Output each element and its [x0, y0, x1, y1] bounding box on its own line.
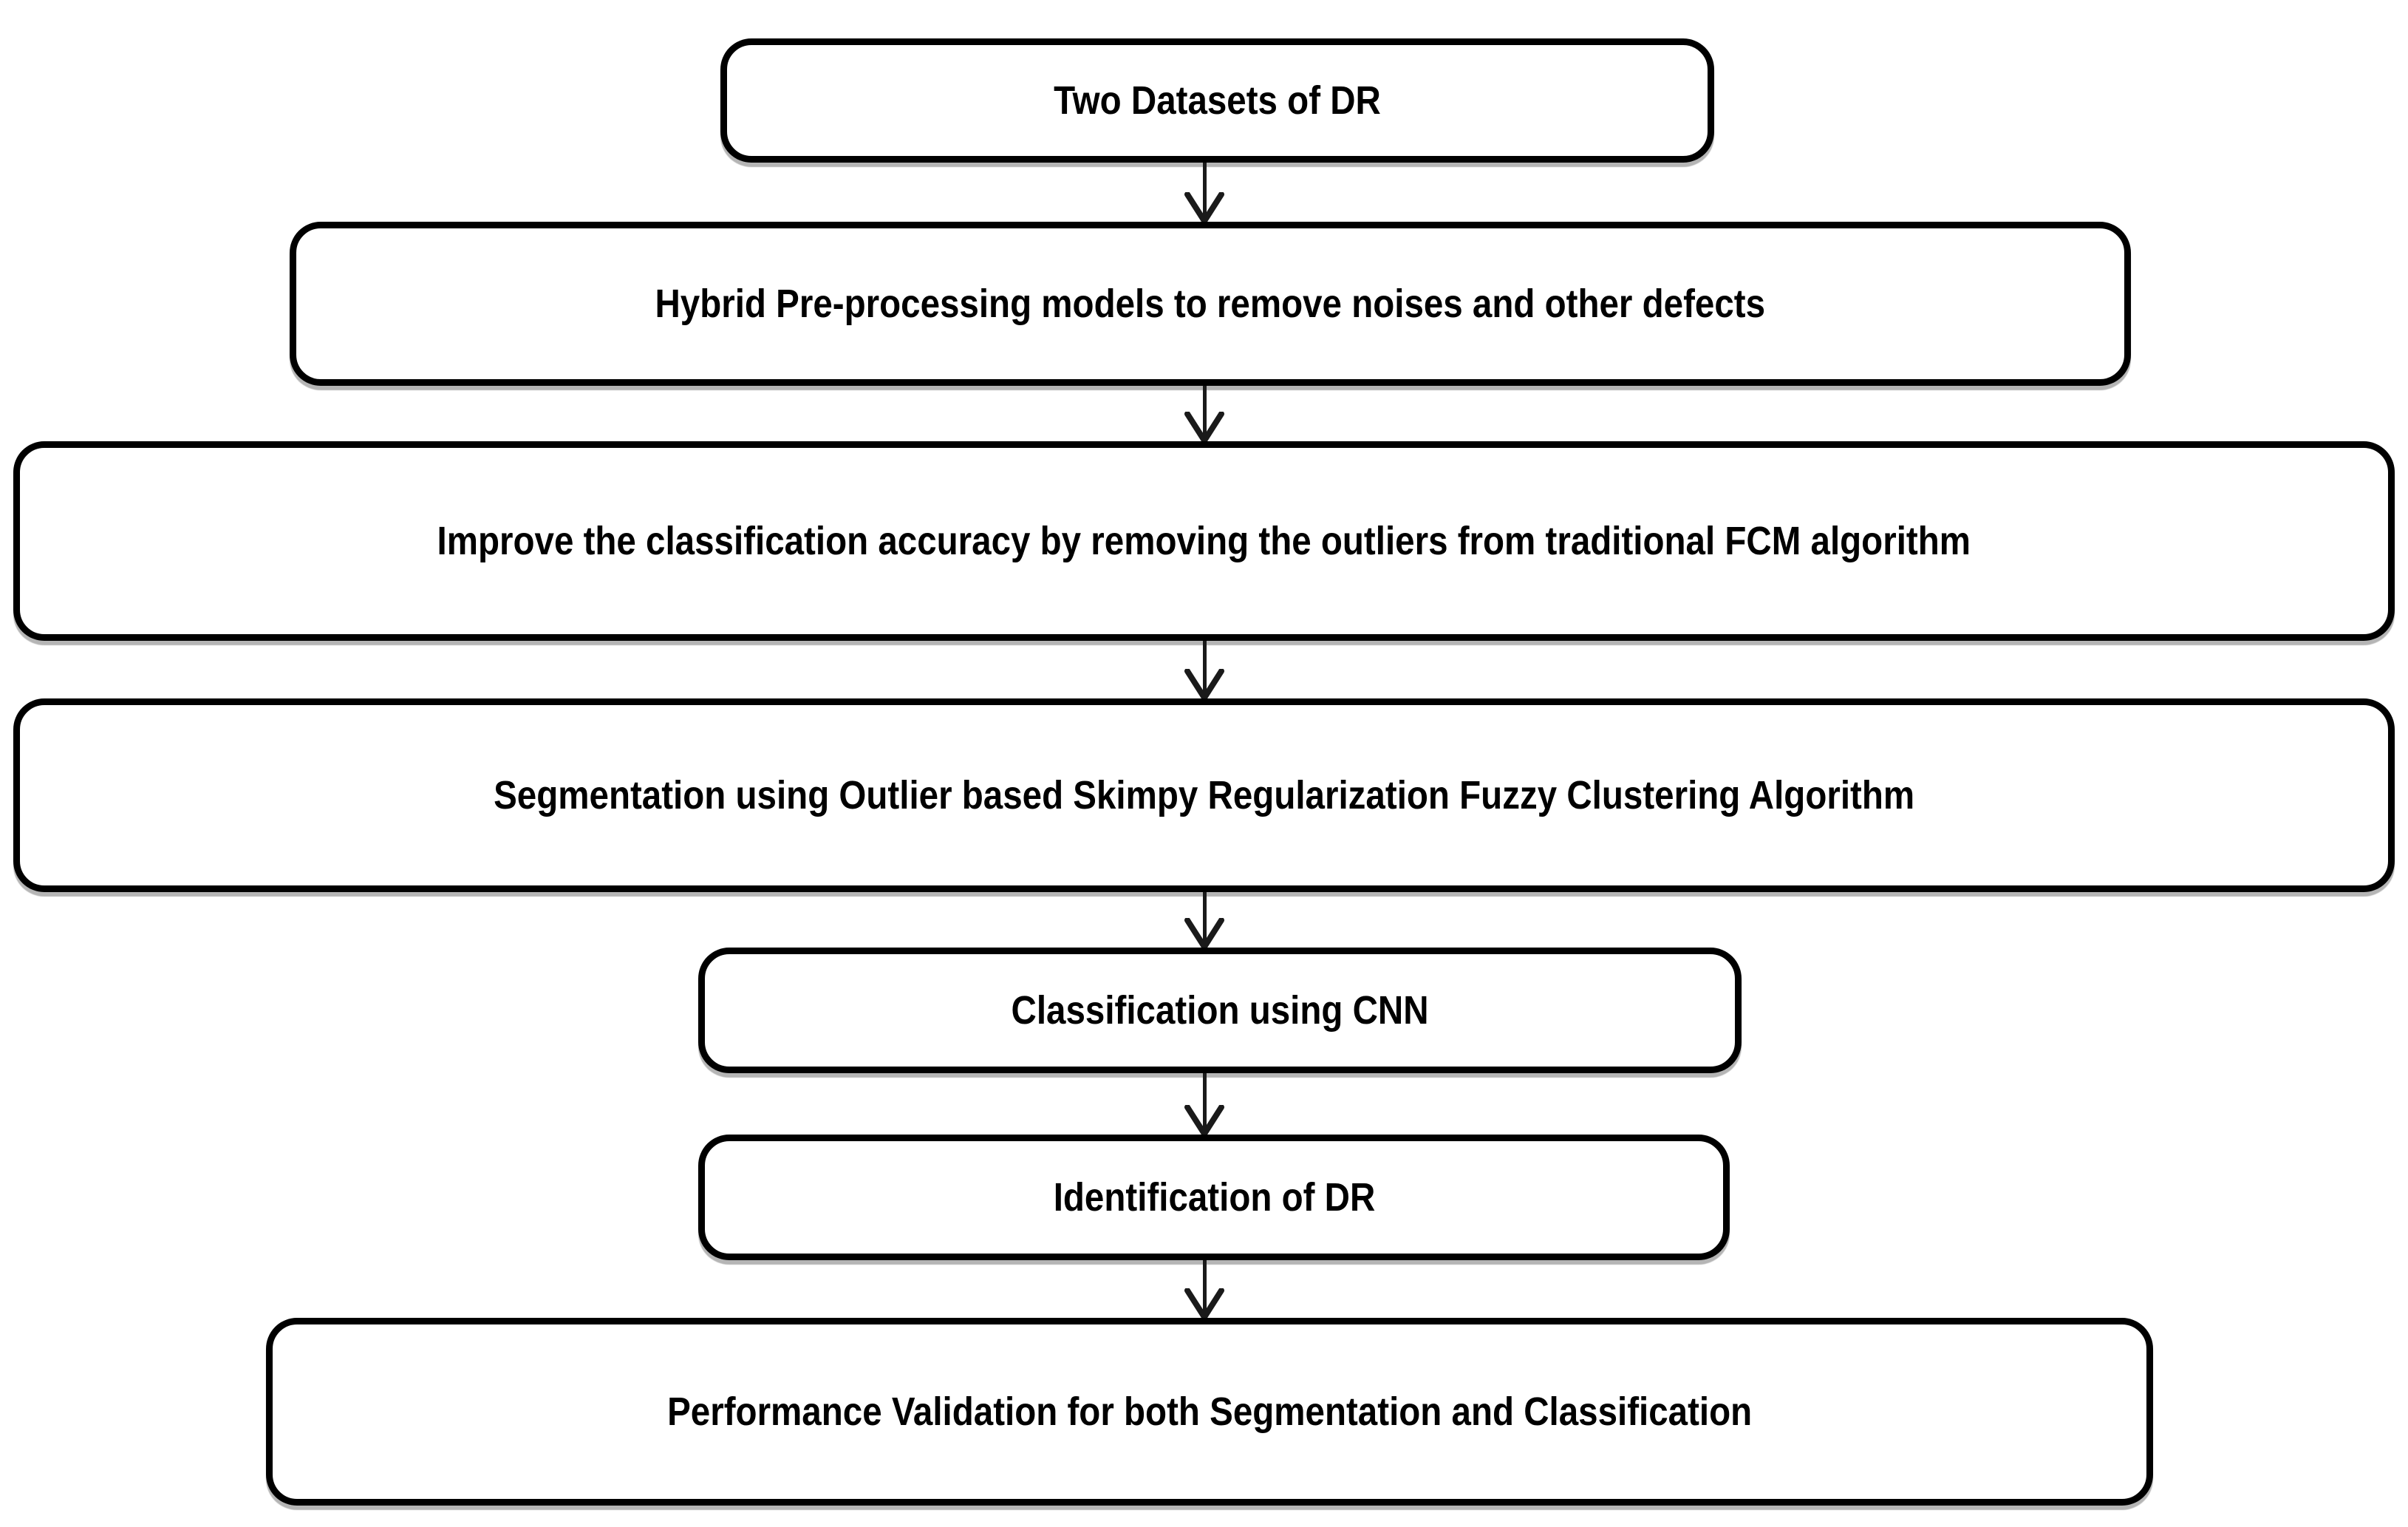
flow-arrow-5	[1182, 1073, 1227, 1136]
arrow-head-down-icon	[1184, 1288, 1224, 1319]
flow-arrow-1	[1182, 163, 1227, 223]
flow-arrow-4	[1182, 892, 1227, 949]
flow-node-fcm-improvement: Improve the classification accuracy by r…	[13, 441, 2395, 641]
flow-node-label: Improve the classification accuracy by r…	[437, 519, 1971, 563]
flow-node-label: Hybrid Pre-processing models to remove n…	[655, 282, 1766, 326]
flow-arrow-2	[1182, 386, 1227, 443]
arrow-shaft	[1202, 163, 1207, 220]
flow-arrow-3	[1182, 641, 1227, 700]
flow-node-label: Identification of DR	[1053, 1175, 1375, 1220]
flow-node-validation: Performance Validation for both Segmenta…	[266, 1318, 2153, 1506]
arrow-head-down-icon	[1184, 192, 1224, 223]
arrow-shaft	[1202, 1073, 1207, 1132]
arrow-head-down-icon	[1184, 918, 1224, 949]
flow-node-label: Performance Validation for both Segmenta…	[666, 1390, 1753, 1434]
arrow-shaft	[1202, 641, 1207, 696]
arrow-head-down-icon	[1184, 412, 1224, 443]
flow-node-label: Segmentation using Outlier based Skimpy …	[493, 773, 1915, 817]
flow-node-segmentation: Segmentation using Outlier based Skimpy …	[13, 698, 2395, 892]
arrow-head-down-icon	[1184, 669, 1224, 700]
arrow-head-down-icon	[1184, 1105, 1224, 1136]
flow-node-label: Classification using CNN	[1011, 988, 1429, 1033]
arrow-shaft	[1202, 1260, 1207, 1316]
arrow-shaft	[1202, 386, 1207, 439]
arrow-shaft	[1202, 892, 1207, 945]
flow-node-two-datasets: Two Datasets of DR	[720, 38, 1714, 163]
flow-arrow-6	[1182, 1260, 1227, 1319]
flow-node-label: Two Datasets of DR	[1054, 78, 1381, 123]
flow-node-preprocessing: Hybrid Pre-processing models to remove n…	[290, 222, 2131, 386]
flow-node-identification: Identification of DR	[698, 1135, 1730, 1260]
flow-node-classification: Classification using CNN	[698, 948, 1742, 1073]
